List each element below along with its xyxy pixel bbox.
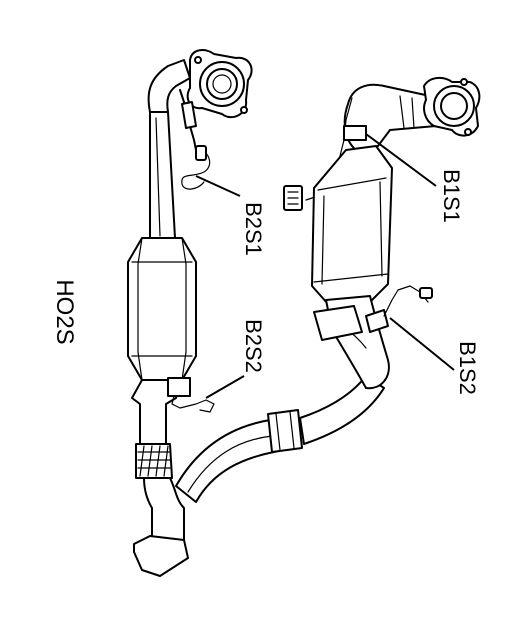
leader-b1s2 [389, 317, 455, 371]
label-b1s1: B1S1 [439, 169, 464, 223]
label-b2s2: B2S2 [241, 319, 266, 373]
leader-b2s1 [195, 175, 241, 197]
left-bank-exhaust [127, 49, 253, 577]
right-bank-exhaust [283, 76, 481, 390]
crossover-pipe [175, 375, 385, 503]
leader-b2s2 [205, 375, 245, 399]
label-b2s1: B2S1 [241, 202, 266, 256]
rear-flange [133, 535, 189, 577]
title-ho2s: HO2S [51, 279, 78, 344]
label-b1s2: B1S2 [455, 341, 480, 395]
leader-b1s1 [365, 133, 437, 187]
